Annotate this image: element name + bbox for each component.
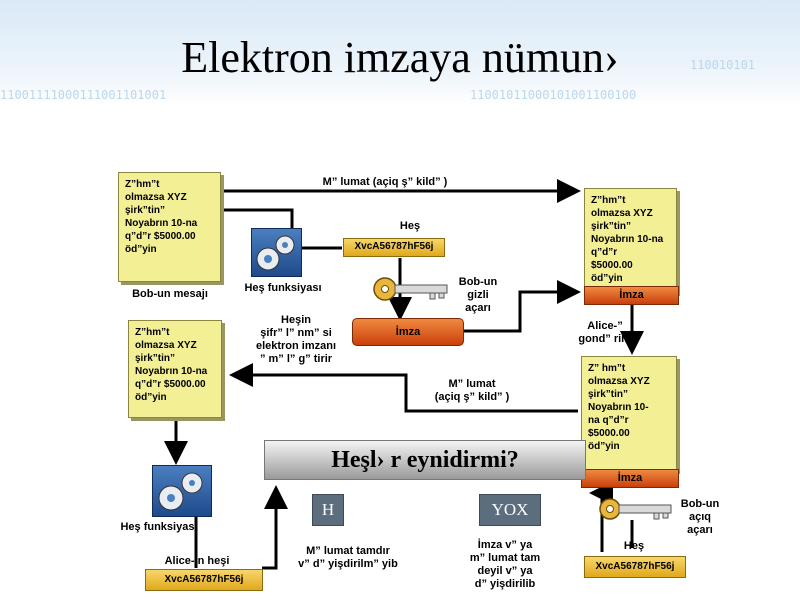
imza-signature-box: İmza (352, 318, 464, 346)
recovered-message-note: Z”hm”t olmazsa XYZ şirk”tin” Noyabrın 10… (128, 320, 222, 418)
alice-hash-value-box: XvcA56787hF56j (145, 569, 263, 591)
gears-icon-bottom (152, 465, 212, 517)
imza-bar-top: İmza (584, 286, 679, 305)
answer-yes-box: H (312, 494, 344, 526)
received-message-note-bottom: Z” hm”t olmazsa XYZ şirk”tin” Noyabrın 1… (581, 356, 677, 471)
label-hash-function-left: Heş funksiyası (120, 521, 198, 533)
label-hash-function-top: Heş funksiyası (244, 282, 322, 294)
key-icon (373, 277, 448, 301)
answer-no-box: YOX (479, 494, 541, 526)
slide-title: Elektron imzaya nümun› (181, 33, 619, 82)
line-note-to-gears (222, 208, 294, 230)
label-sent-to-alice: Alice-” gond” rilir (578, 320, 632, 345)
imza-bar-bottom: İmza (581, 469, 679, 488)
hash-compare-question: Heşl› r eynidirmi? (264, 440, 586, 480)
binary-decoration-top: 110010101 (690, 58, 756, 72)
label-hash-bottom-title: Heş (623, 540, 645, 552)
label-message-plain-top: M” lumat (açiq ş” kild” ) (322, 176, 448, 188)
gears-icon (251, 228, 302, 277)
received-message-note-top: Z”hm”t olmazsa XYZ şirk”tin” Noyabrın 10… (584, 188, 677, 293)
arrow-message-back (229, 363, 578, 413)
label-message-plain-mid: M” lumat (açiq ş” kild” ) (434, 378, 510, 403)
label-alice-hash: Alice-in heşi (164, 555, 230, 567)
arrow-imza-to-note (462, 280, 581, 333)
label-no-result: İmza v” ya m” lumat tam deyil v” ya d” y… (469, 539, 541, 590)
arrow-bob-hash-to-question (589, 481, 613, 552)
label-hash-title: Heş (399, 220, 421, 232)
binary-decoration-left: 11001111000111001101001 (0, 88, 167, 102)
label-hash-encrypt: Heşin şifr” l” nm” si elektron imzanı ” … (255, 314, 337, 365)
arrow-alice-hash-to-question (262, 485, 288, 570)
original-message-note: Z”hm”t olmazsa XYZ şirk”tin” Noyabrın 10… (118, 172, 221, 282)
binary-decoration-right: 11001011000101001100100 (470, 88, 637, 102)
label-bob-message: Bob-un mesajı (132, 288, 208, 300)
key-icon-bottom (599, 498, 672, 520)
hash-value-box: XvcA56787hF56j (343, 238, 445, 257)
header-background (0, 0, 800, 105)
label-yes-result: M” lumat tamdır v” d” yişdirilm” yib (298, 545, 398, 570)
label-bob-public-key: Bob-un açıq açarı (680, 498, 720, 536)
bob-hash-value-box: XvcA56787hF56j (584, 556, 686, 578)
label-bob-private-key: Bob-un gizli açarı (458, 276, 498, 314)
